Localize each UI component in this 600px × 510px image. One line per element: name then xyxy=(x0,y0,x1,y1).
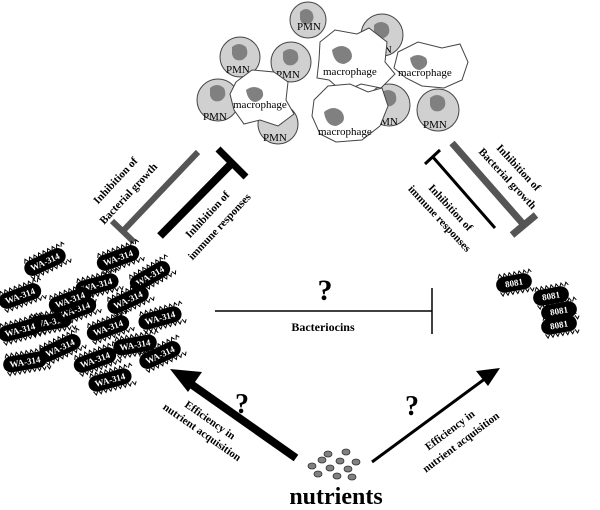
macrophage-label: macrophage xyxy=(398,67,452,79)
bacteriocins-label: Bacteriocins xyxy=(291,320,355,334)
pmn-label: PMN xyxy=(423,119,447,131)
immune-cell-cluster: PMN PMN PMN PMN PMN PMN xyxy=(196,1,469,145)
macrophage-cell: macrophage xyxy=(393,41,469,89)
right-inhibition-immune-responses: Inhibition of immune responses xyxy=(405,148,497,255)
pmn-label: PMN xyxy=(203,111,227,123)
nutrients-label: nutrients xyxy=(289,484,382,510)
right-efficiency-question-mark: ? xyxy=(405,391,419,422)
left-efficiency-question-mark: ? xyxy=(235,389,249,420)
bacterium: WA-314 xyxy=(75,267,124,302)
pmn-cell: PMN xyxy=(270,41,312,83)
bacterium: WA-314 xyxy=(0,276,47,314)
bacterium: WA-314 xyxy=(24,241,72,281)
pmn-label: PMN xyxy=(263,132,287,144)
bacterium: 8081 xyxy=(496,268,535,298)
macrophage-cell: macrophage xyxy=(311,83,389,143)
bacterium: 8081 xyxy=(541,310,580,340)
bacterium: WA-314 xyxy=(0,312,47,347)
macrophage-label: macrophage xyxy=(318,126,372,138)
bacterium: WA-314 xyxy=(88,362,137,397)
bacteriocins-question-mark: ? xyxy=(318,274,333,307)
pmn-cell: PMN xyxy=(219,36,261,78)
nutrient-particles xyxy=(307,448,361,481)
pmn-cell: PMN xyxy=(289,1,327,39)
macrophage-label: macrophage xyxy=(233,99,287,111)
macrophage-cell: macrophage xyxy=(229,69,295,127)
macrophage-cell: macrophage xyxy=(316,27,396,93)
bacterium: WA-314 xyxy=(3,346,52,377)
pmn-cell: PMN xyxy=(416,88,460,132)
bacterium: WA-314 xyxy=(73,340,122,378)
macrophage-label: macrophage xyxy=(323,66,377,78)
left-inhibition-immune-responses: Inhibition of immune responses xyxy=(157,146,254,263)
right-nutrient-arrow: ? Efficiency in nutrient acquisition xyxy=(371,368,502,475)
left-nutrient-arrow: ? Efficiency in nutrient acquisition xyxy=(160,369,299,464)
bacterium-label: 8081 xyxy=(541,289,561,302)
bacterium-label: 8081 xyxy=(504,276,524,289)
bacterium: WA-314 xyxy=(86,308,135,346)
pmn-label: PMN xyxy=(297,21,321,33)
bacterium-label: 8081 xyxy=(549,318,569,331)
left-inhibition-bacterial-growth: Inhibition of Bacterial growth xyxy=(91,149,201,245)
bacterium: WA-314 xyxy=(48,280,97,318)
bacterium: WA-314 xyxy=(96,238,145,276)
pmn-label: PMN xyxy=(226,64,250,76)
bacterium: WA-314 xyxy=(113,329,162,360)
bacterium: WA-314 xyxy=(138,300,187,335)
bacteriocins-inhibition: ? Bacteriocins xyxy=(215,274,433,334)
pmn-cell: PMN xyxy=(196,78,240,123)
